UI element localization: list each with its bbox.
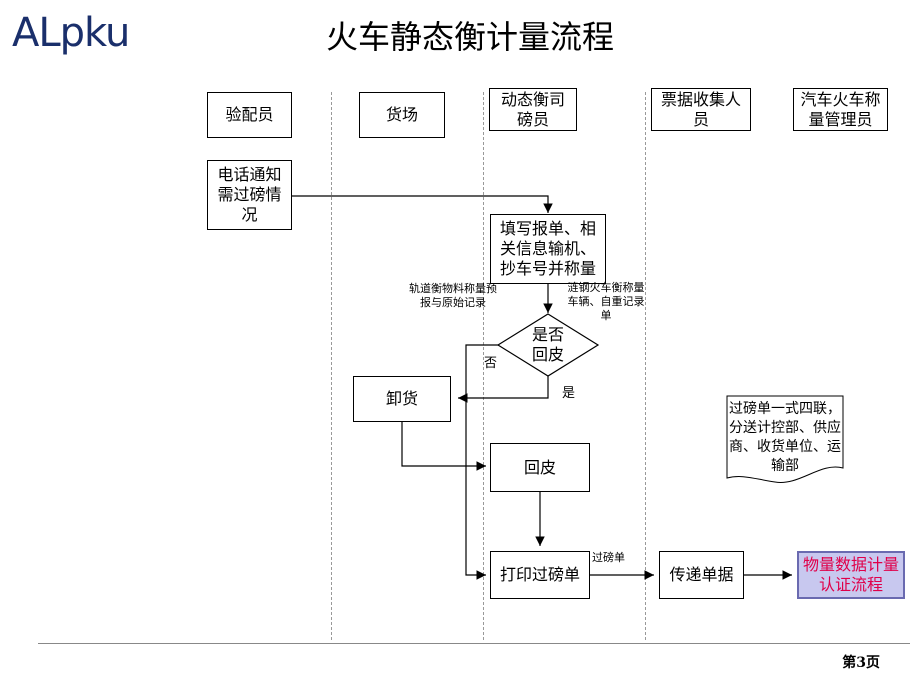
lane-divider xyxy=(331,92,332,640)
lane-header-yanpei: 验配员 xyxy=(207,92,292,138)
footer-divider xyxy=(38,643,910,644)
page-title: 火车静态衡计量流程 xyxy=(325,18,614,56)
link-quantity-data-flow[interactable]: 物量数据计量认证流程 xyxy=(797,551,905,599)
lane-header-dongtai: 动态衡司磅员 xyxy=(489,88,577,131)
ticket-label: 过磅单 xyxy=(592,551,625,564)
step-fill-report: 填写报单、相关信息输机、抄车号并称量 xyxy=(490,214,606,284)
lane-header-guanli: 汽车火车称量管理员 xyxy=(793,88,888,131)
lane-divider xyxy=(483,92,484,640)
decision-label: 是否回皮 xyxy=(531,325,564,364)
step-print-ticket: 打印过磅单 xyxy=(490,551,590,599)
logo: ALpku xyxy=(12,10,130,56)
lane-divider xyxy=(645,92,646,640)
document-shape xyxy=(726,395,844,483)
document-note: 过磅单一式四联，分送计控部、供应商、收货单位、运输部 xyxy=(729,401,841,474)
yes-label: 是 xyxy=(562,386,576,401)
step-phone-notify: 电话通知需过磅情况 xyxy=(207,160,292,230)
no-label: 否 xyxy=(484,356,498,371)
page-number: 第3页 xyxy=(842,655,880,671)
step-tare: 回皮 xyxy=(490,443,590,492)
step-deliver-docs: 传递单据 xyxy=(659,551,744,599)
step-unload: 卸货 xyxy=(353,376,451,422)
lane-header-piaoju: 票据收集人员 xyxy=(651,88,751,131)
lane-header-huochang: 货场 xyxy=(359,92,445,138)
decision-diamond xyxy=(496,313,600,377)
right-note: 涟钢火车衡称量车辆、自重记录单 xyxy=(567,281,645,322)
left-note: 轨道衡物料称量预报与原始记录 xyxy=(409,282,497,309)
